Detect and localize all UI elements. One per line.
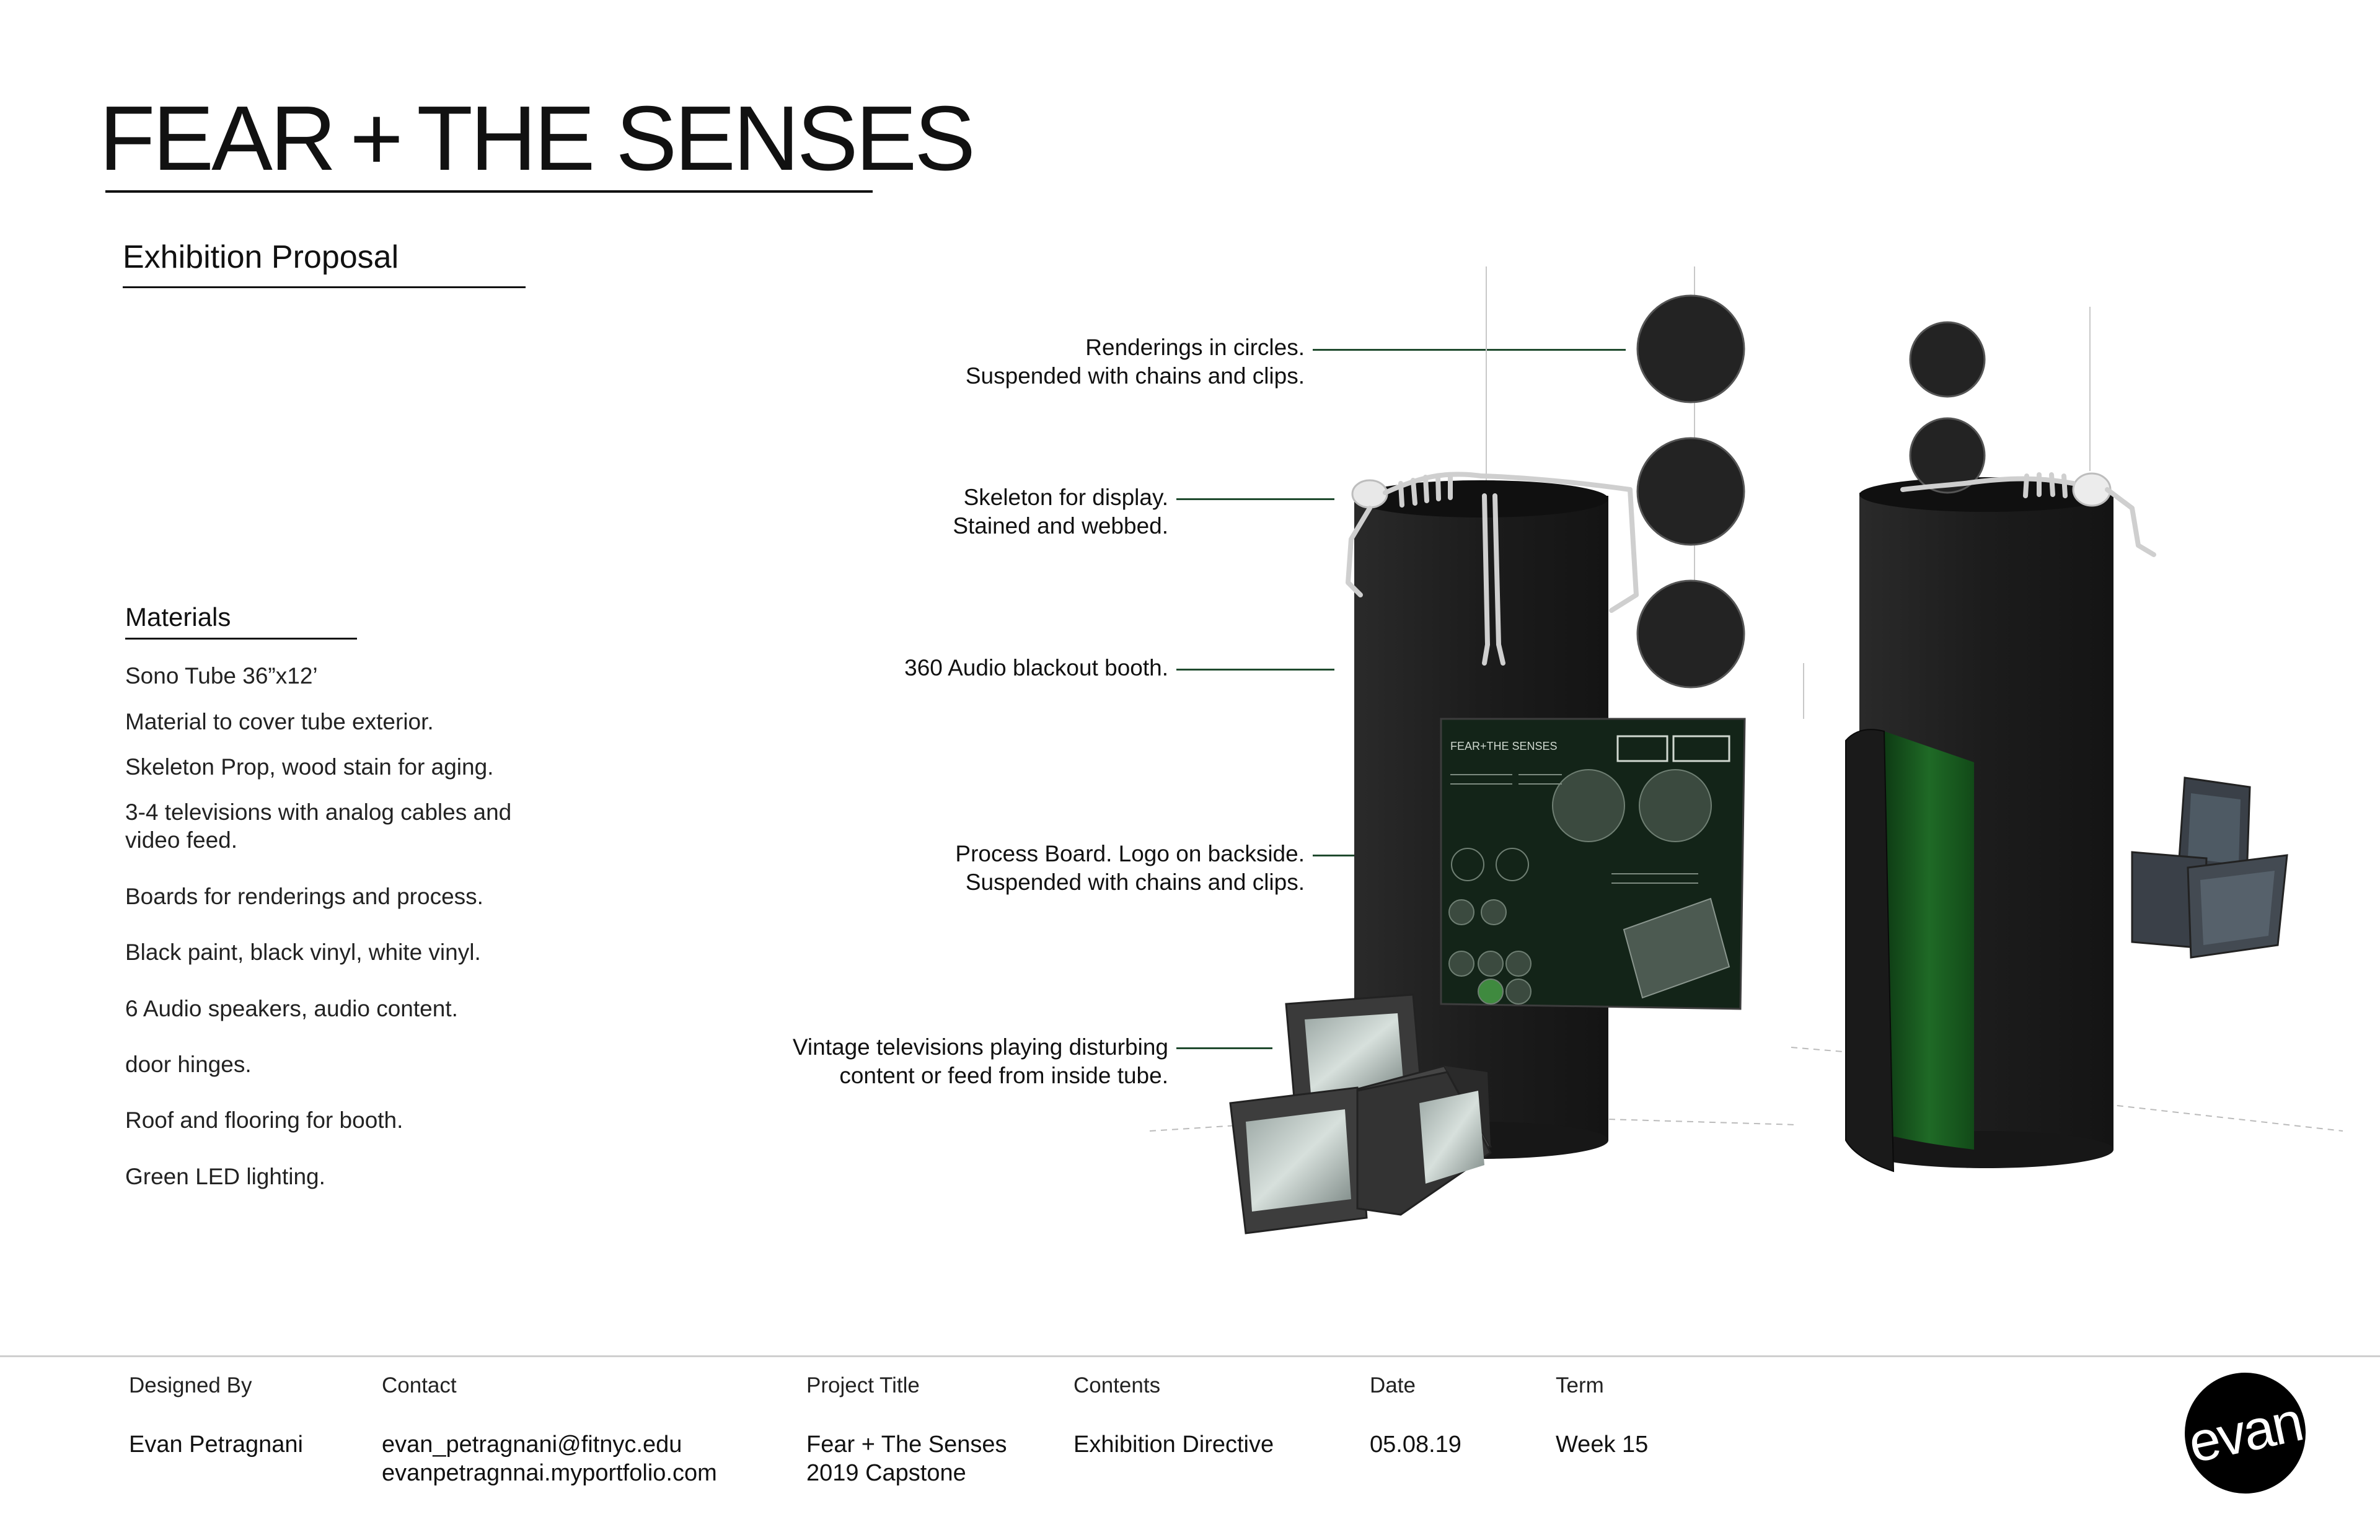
footer-label-term: Term <box>1556 1373 1604 1397</box>
board-title: FEAR+THE SENSES <box>1450 740 1558 752</box>
callout-process-board: Process Board. Logo on backside. Suspend… <box>955 840 1305 897</box>
callout-line: Renderings in circles. <box>1085 335 1305 360</box>
callout-line: 360 Audio blackout booth. <box>904 655 1168 680</box>
materials-item: 6 Audio speakers, audio content. <box>125 996 458 1021</box>
materials-item: 3-4 televisions with analog cables and v… <box>125 799 512 853</box>
materials-heading: Materials <box>125 602 231 631</box>
title-underline <box>105 190 873 193</box>
footer-term: Week 15 <box>1556 1432 1649 1458</box>
footer-label-date: Date <box>1370 1373 1416 1397</box>
page-subtitle: Exhibition Proposal <box>123 239 399 275</box>
materials-item: Boards for renderings and process. <box>125 884 483 909</box>
footer-divider <box>0 1355 2380 1357</box>
materials-underline <box>125 638 357 640</box>
callout-line: Suspended with chains and clips. <box>965 869 1305 895</box>
subtitle-underline <box>123 286 526 288</box>
materials-item: Black paint, black vinyl, white vinyl. <box>125 939 481 965</box>
evan-logo: evan <box>2173 1361 2317 1505</box>
callout-line: Vintage televisions playing disturbing <box>792 1034 1168 1060</box>
tv <box>1229 1086 1368 1234</box>
footer-project-subtitle: 2019 Capstone <box>806 1460 966 1486</box>
callout-leader <box>1176 669 1334 671</box>
materials-item: Skeleton Prop, wood stain for aging. <box>125 754 494 780</box>
televisions-right <box>2131 777 2288 959</box>
materials-item: Roof and flooring for booth. <box>125 1107 403 1133</box>
skeleton-right <box>1900 472 2156 557</box>
tv <box>1285 993 1424 1114</box>
callout-televisions: Vintage televisions playing disturbing c… <box>793 1033 1168 1090</box>
contact-portfolio-link[interactable]: evanpetragnnai.myportfolio.com <box>382 1460 717 1486</box>
footer-label-contact: Contact <box>382 1373 457 1397</box>
sono-tube-right <box>1845 477 2113 1173</box>
callout-line: Process Board. Logo on backside. <box>955 841 1305 866</box>
rendering-circles-right <box>1909 321 1986 494</box>
callout-skeleton: Skeleton for display. Stained and webbed… <box>953 483 1168 540</box>
footer-label-designed-by: Designed By <box>129 1373 252 1397</box>
callout-leader <box>1176 498 1334 500</box>
footer-label-project-title: Project Title <box>806 1373 920 1397</box>
tv <box>2187 854 2288 959</box>
footer-date: 05.08.19 <box>1370 1432 1461 1458</box>
footer-contents: Exhibition Directive <box>1073 1432 1274 1458</box>
callout-leader <box>1176 1047 1272 1049</box>
materials-item: door hinges. <box>125 1052 252 1077</box>
page-title: FEAR + THE SENSES <box>99 87 976 190</box>
callout-line: content or feed from inside tube. <box>839 1063 1168 1088</box>
rendering-circles <box>1636 294 1745 689</box>
materials-item: Material to cover tube exterior. <box>125 709 434 734</box>
callout-leader <box>1313 349 1626 351</box>
callout-booth: 360 Audio blackout booth. <box>904 654 1168 682</box>
callout-line: Skeleton for display. <box>963 485 1168 510</box>
exhibition-rendering: FEAR+THE SENSES <box>1149 266 2343 1234</box>
footer-project-title: Fear + The Senses <box>806 1432 1007 1458</box>
contact-email-link[interactable]: evan_petragnani@fitnyc.edu <box>382 1432 682 1458</box>
callout-line: Suspended with chains and clips. <box>965 363 1305 389</box>
televisions-left <box>1229 993 1492 1234</box>
footer-designer: Evan Petragnani <box>129 1432 303 1458</box>
footer-label-contents: Contents <box>1073 1373 1161 1397</box>
callout-renderings: Renderings in circles. Suspended with ch… <box>966 333 1305 390</box>
materials-item: Green LED lighting. <box>125 1164 325 1189</box>
tv <box>1356 1071 1492 1216</box>
skeleton-left <box>1346 472 1639 666</box>
materials-item: Sono Tube 36”x12’ <box>125 663 318 689</box>
process-board: FEAR+THE SENSES <box>1440 718 1746 1010</box>
callout-line: Stained and webbed. <box>953 513 1168 539</box>
